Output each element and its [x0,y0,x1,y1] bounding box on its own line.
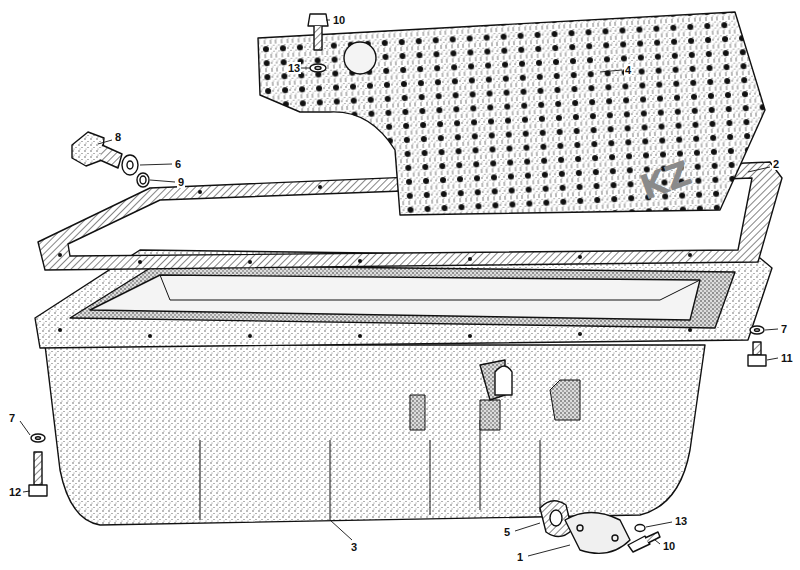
callout-number: 13 [674,515,688,527]
callout-number: 12 [8,486,22,498]
callout-number: 13 [287,62,301,74]
callout-number: 7 [8,412,16,424]
callout-number: 2 [772,158,780,170]
callout-number: 11 [780,352,794,364]
callout-number: 1 [516,551,524,563]
callout-number: 5 [503,526,511,538]
callout-number: 3 [350,541,358,553]
callout-number: 7 [780,323,788,335]
callout-number: 4 [624,64,632,76]
callout-number: 9 [177,176,185,188]
callout-number: 8 [114,131,122,143]
callout-number: 10 [332,14,346,26]
callout-number: 10 [662,540,676,552]
callout-number: 6 [174,158,182,170]
